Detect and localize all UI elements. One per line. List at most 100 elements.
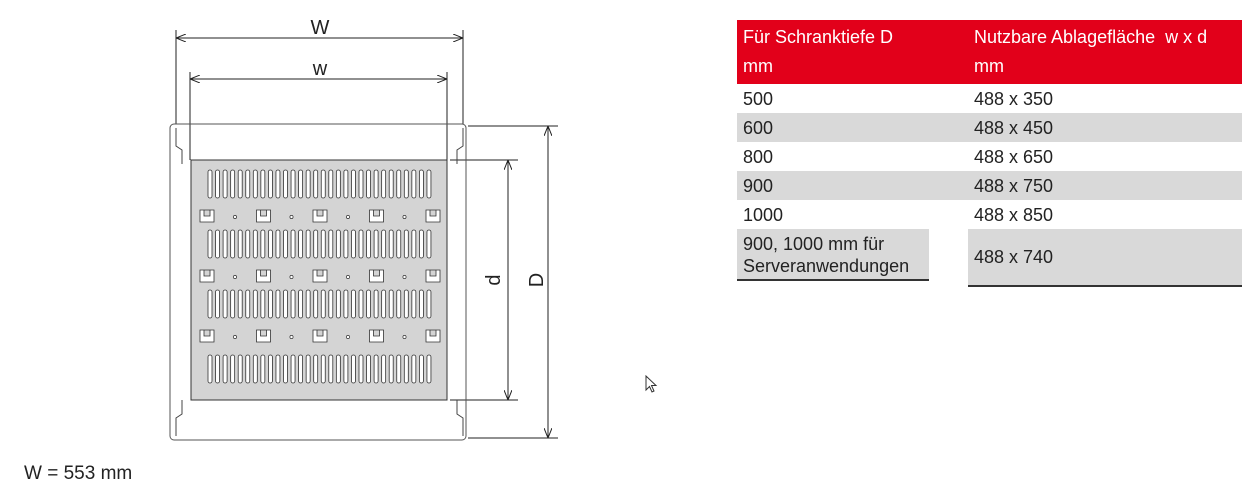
vent-slot [267, 169, 273, 199]
vent-slot [366, 169, 371, 199]
shelf-diagram: W w d D [169, 17, 558, 441]
vent-slot [358, 229, 364, 259]
vent-slot [343, 354, 349, 384]
bracket-cutout [369, 329, 384, 343]
vent-slot [381, 169, 387, 199]
vent-slot [222, 169, 228, 199]
bracket-cutout [256, 209, 271, 223]
vent-slot [373, 289, 379, 319]
vent-slot [358, 289, 364, 319]
vent-slot [388, 354, 394, 384]
bracket-cutout [199, 269, 215, 283]
mount-hole [233, 275, 237, 279]
vent-slot [230, 229, 236, 259]
vent-slot [290, 354, 296, 384]
bracket-cutout [199, 209, 215, 223]
vent-slot [418, 169, 424, 199]
vent-slot [426, 169, 432, 199]
vent-slot [305, 169, 311, 199]
vent-slot [335, 229, 341, 259]
vent-slot [305, 354, 311, 384]
vent-slot [252, 229, 258, 259]
vent-slot [373, 354, 379, 384]
vent-slot [320, 354, 326, 384]
mount-hole [402, 275, 407, 279]
vent-slot [298, 289, 304, 319]
vent-slot [343, 289, 349, 319]
vent-slot [366, 289, 371, 319]
mount-hole [346, 275, 350, 279]
vent-slot [335, 289, 341, 319]
vent-slot [328, 289, 334, 319]
cabinet-frame [169, 123, 467, 441]
bracket-cutout [369, 209, 384, 223]
vent-slot [418, 229, 424, 259]
bracket-cutout [369, 269, 384, 283]
header-area-unit: mm [974, 56, 1004, 76]
vent-slot [298, 169, 304, 199]
vent-slot [207, 289, 213, 319]
vent-slot [275, 289, 281, 319]
vent-slot [275, 169, 281, 199]
header-depth-unit: mm [743, 56, 773, 76]
mount-hole [346, 335, 350, 339]
vent-slot [403, 169, 409, 199]
bracket-cutout [425, 269, 441, 283]
vent-slot [215, 229, 220, 259]
mount-hole [289, 335, 294, 339]
vent-slot [343, 169, 349, 199]
vent-slot [290, 229, 296, 259]
vent-slot [275, 354, 281, 384]
mount-hole [346, 215, 350, 219]
mount-hole [402, 215, 407, 219]
vent-slot [275, 229, 281, 259]
label-d: d [483, 274, 505, 285]
vent-slot [313, 229, 319, 259]
vent-slot [388, 169, 394, 199]
bracket-cutout [256, 269, 271, 283]
vent-slot [335, 354, 341, 384]
vent-slot [351, 289, 356, 319]
vent-slot [298, 229, 304, 259]
vent-slot [403, 229, 409, 259]
vent-slot [313, 169, 319, 199]
vent-slot [260, 289, 266, 319]
vent-slot [283, 289, 288, 319]
vent-slot [237, 229, 243, 259]
vent-slot [396, 229, 402, 259]
vent-slot [381, 354, 387, 384]
mount-hole [289, 275, 294, 279]
vent-slot [381, 229, 387, 259]
vent-slot [381, 289, 387, 319]
vent-slot [411, 169, 417, 199]
vent-slot [320, 169, 326, 199]
vent-slot [313, 354, 319, 384]
vent-slot [418, 354, 424, 384]
vent-slot [283, 169, 288, 199]
vent-slot [252, 169, 258, 199]
vent-slot [245, 169, 251, 199]
vent-slot [237, 169, 243, 199]
bracket-cutout [312, 209, 328, 223]
vent-slot [283, 354, 288, 384]
vent-slot [335, 169, 341, 199]
vent-slot [267, 229, 273, 259]
vent-slot [230, 169, 236, 199]
mount-hole [233, 215, 237, 219]
vent-slot [320, 289, 326, 319]
vent-slot [222, 354, 228, 384]
vent-slot [305, 229, 311, 259]
vent-slot [230, 354, 236, 384]
vent-slot [252, 289, 258, 319]
vent-slot [328, 169, 334, 199]
bracket-cutout [312, 329, 328, 343]
bracket-cutout [256, 329, 271, 343]
vent-slot [358, 169, 364, 199]
vent-slot [388, 229, 394, 259]
vent-slot [305, 289, 311, 319]
